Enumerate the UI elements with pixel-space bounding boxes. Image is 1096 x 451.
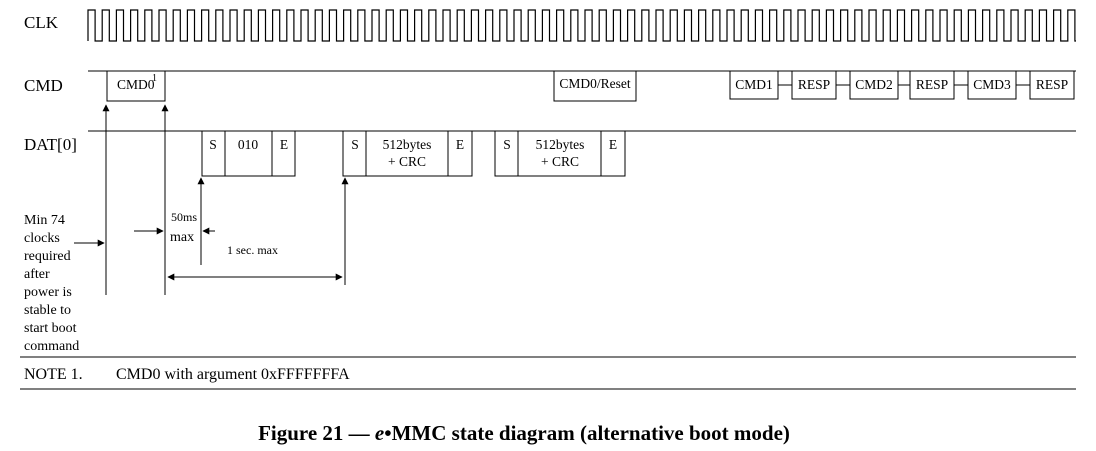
e1-text: E (280, 137, 288, 152)
note-text: CMD0 with argument 0xFFFFFFFA (116, 366, 350, 383)
s3-text: S (503, 137, 511, 152)
data2-line1: 512bytes (383, 137, 432, 152)
min-clocks-line: start boot (24, 321, 77, 336)
dat-packet-3: S 512bytes + CRC E (494, 130, 626, 177)
dat-packet-2: S 512bytes + CRC E (342, 130, 473, 177)
cmd1-text: CMD1 (735, 77, 773, 92)
note-label: NOTE 1. (24, 366, 83, 383)
min-clocks-line: clocks (24, 231, 60, 246)
caption-rest: •MMC state diagram (alternative boot mod… (384, 421, 790, 445)
data2-line2: + CRC (388, 154, 426, 169)
cmd3-text: CMD3 (973, 77, 1011, 92)
t50ms-line1: 50ms (171, 210, 197, 224)
cmd-chain: CMD1 RESP CMD2 RESP CMD3 RESP (729, 70, 1075, 100)
cmd2-text: CMD2 (855, 77, 893, 92)
data3-line2: + CRC (541, 154, 579, 169)
clk-label: CLK (24, 13, 59, 32)
data1-text: 010 (238, 137, 259, 152)
s1-text: S (209, 137, 217, 152)
resp2-text: RESP (916, 77, 948, 92)
clk-waveform (87, 9, 1076, 42)
data3-line1: 512bytes (536, 137, 585, 152)
cmd0-reset-box: CMD0/Reset (553, 70, 637, 102)
caption-prefix: Figure 21 — (258, 421, 375, 445)
cmd0-box: CMD0 1 (106, 70, 166, 102)
figure-caption: Figure 21 — e•MMC state diagram (alterna… (258, 421, 790, 445)
min-clocks-line: after (24, 267, 50, 282)
e3-text: E (609, 137, 617, 152)
e2-text: E (456, 137, 464, 152)
s2-text: S (351, 137, 359, 152)
one-sec-label: 1 sec. max (227, 243, 278, 257)
resp3-text: RESP (1036, 77, 1068, 92)
t50ms-line2: max (170, 230, 194, 245)
min-clocks-line: required (24, 249, 71, 264)
min-clocks-line: stable to (24, 303, 71, 318)
cmd-label: CMD (24, 76, 63, 95)
cmd0-text: CMD0 (117, 77, 155, 92)
dat-packet-1: S 010 E (201, 130, 296, 177)
dat-label: DAT[0] (24, 135, 77, 154)
min-clocks-line: Min 74 (24, 213, 65, 228)
min-clocks-line: power is (24, 285, 72, 300)
resp1-text: RESP (798, 77, 830, 92)
cmd0-superscript: 1 (152, 73, 157, 84)
min-clocks-line: command (24, 339, 79, 354)
min-clocks-note: Min 74 clocks required after power is st… (24, 213, 79, 354)
cmd0-reset-text: CMD0/Reset (559, 76, 631, 91)
caption-italic: e (375, 421, 384, 445)
